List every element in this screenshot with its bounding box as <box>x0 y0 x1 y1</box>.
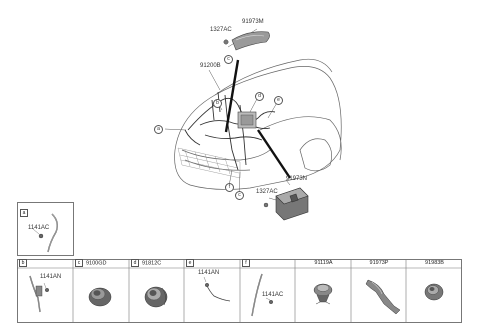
part-number-91983B: 91983B <box>425 260 444 266</box>
cell-tag-f: f <box>242 259 250 267</box>
bolt-top <box>223 39 229 45</box>
cell-tag-b: b <box>19 259 27 267</box>
part-number-91973N: 91973N <box>286 176 308 182</box>
table-cell-f-header: f <box>241 259 253 268</box>
leader-top <box>224 59 240 133</box>
part-number-91119A: 91119A <box>314 260 333 266</box>
callout-b: b <box>213 99 222 108</box>
part-number-91973M: 91973M <box>242 19 264 25</box>
part-number-91973P: 91973P <box>369 260 389 266</box>
detail-box-a: a 1141AC <box>17 202 74 256</box>
part-number-9100GD: 9100GD <box>86 260 107 267</box>
part-number-1141AN-b: 1141AN <box>40 274 62 280</box>
callout-d: d <box>255 92 264 101</box>
bracket-91973M <box>231 31 270 51</box>
car-body-outline <box>174 58 342 190</box>
part-number-91812C: 91812C <box>142 260 162 267</box>
callout-a: a <box>154 125 163 134</box>
leader-right <box>257 129 291 179</box>
part-number-1327AC-top: 1327AC <box>210 27 232 33</box>
callout-c-bottom: c <box>235 191 244 200</box>
callout-f: f <box>225 183 234 192</box>
cell-tag-d: d <box>131 259 139 267</box>
parts-table <box>17 259 462 323</box>
part-number-1327AC-right: 1327AC <box>256 189 278 195</box>
bolt-right <box>263 202 269 208</box>
table-cell-e-header: e <box>185 259 197 268</box>
table-cell-b-header: b <box>18 259 30 268</box>
callout-e: e <box>274 96 283 105</box>
front-grille <box>177 147 241 179</box>
detail-tag: a <box>20 208 28 217</box>
cell-tag-e: e <box>186 259 194 267</box>
bracket-91973N <box>275 187 309 221</box>
cell-tag-c: c <box>75 259 83 267</box>
part-number-1141AN-e: 1141AN <box>198 270 220 276</box>
callout-c-top: c <box>224 55 233 64</box>
part-number-1141AC-a: 1141AC <box>28 225 50 231</box>
part-number-91200B: 91200B <box>200 63 221 69</box>
part-number-1141AC-f: 1141AC <box>262 292 284 298</box>
